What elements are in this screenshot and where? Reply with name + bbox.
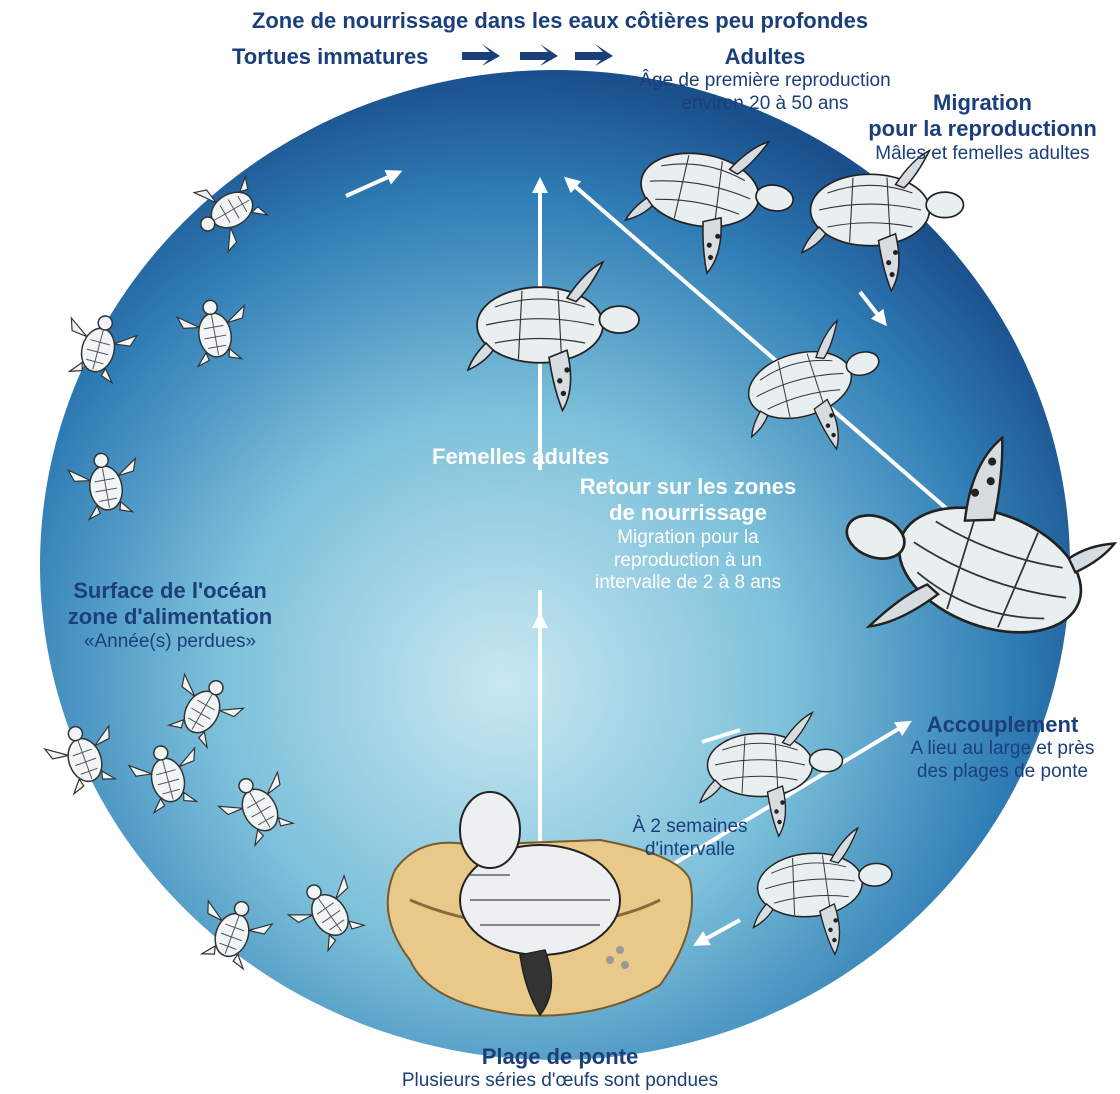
return-title1: Retour sur les zones (579, 474, 797, 499)
beach-label: Plage de ponte Plusieurs séries d'œufs s… (0, 1044, 1120, 1093)
migration-title1: Migration (933, 90, 1032, 115)
ocean-label: Surface de l'océan zone d'alimentation «… (40, 578, 300, 654)
migration-title2: pour la reproductionn (868, 116, 1097, 142)
zone-title: Zone de nourrissage dans les eaux côtièr… (251, 8, 869, 33)
return-title2: de nourrissage (609, 500, 767, 526)
adults-label: Adultes Âge de première reproduction env… (620, 44, 910, 116)
return-line1: Migration pour la (617, 526, 759, 548)
interval-line2: d'intervalle (644, 838, 736, 860)
adults-line2: environ 20 à 50 ans (681, 93, 849, 115)
mating-line1: A lieu au large et près (910, 738, 1095, 760)
females-label: Femelles adultes (432, 444, 610, 469)
ocean-title1: Surface de l'océan (73, 578, 267, 603)
mating-title: Accouplement (926, 712, 1079, 737)
mating-label: Accouplement A lieu au large et près des… (885, 712, 1120, 784)
adults-line1: Âge de première reproduction (639, 70, 891, 92)
ocean-sub: «Année(s) perdues» (83, 630, 257, 652)
return-line3: intervalle de 2 à 8 ans (595, 572, 781, 594)
migration-sub: Mâles et femelles adultes (875, 142, 1090, 164)
nesting-beach (386, 791, 693, 1017)
adults-title: Adultes (724, 44, 806, 69)
return-label: Retour sur les zones de nourrissage Migr… (560, 474, 816, 595)
return-line2: reproduction à un (614, 549, 762, 571)
ocean-title2: zone d'alimentation (67, 604, 273, 630)
interval-line1: À 2 semaines (632, 816, 748, 837)
immature-arrows (462, 44, 613, 66)
interval-label: À 2 semaines d'intervalle (615, 816, 765, 862)
beach-sub: Plusieurs séries d'œufs sont pondues (401, 1070, 719, 1092)
migration-label: Migration pour la reproductionn Mâles et… (845, 90, 1120, 166)
ocean-disc (40, 70, 1070, 1060)
beach-title: Plage de ponte (481, 1044, 639, 1069)
immature-label: Tortues immatures (232, 44, 429, 69)
mating-line2: des plages de ponte (916, 761, 1089, 783)
